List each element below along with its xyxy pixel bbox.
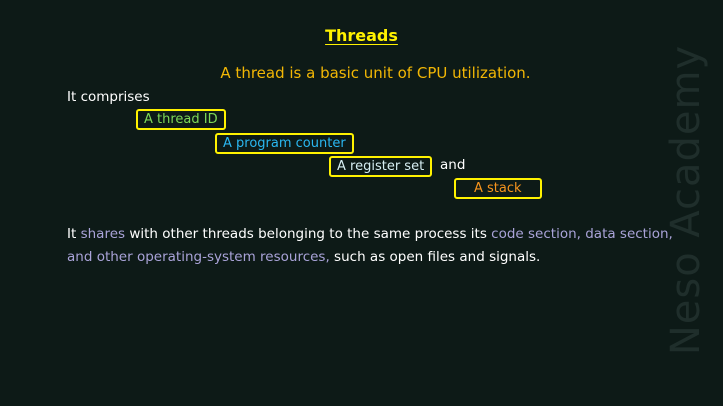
stack-box: A stack [454, 178, 542, 199]
neso-academy-watermark: Neso Academy [663, 44, 709, 356]
thread-id-box: A thread ID [136, 109, 226, 130]
os-resources-highlight: and other operating-system resources, [67, 249, 330, 265]
shares-text-4: such as open files and signals. [329, 249, 541, 265]
program-counter-box: A program counter [215, 133, 354, 154]
code-data-section-highlight: code section, data section, [491, 226, 673, 242]
shares-paragraph: It shares with other threads belonging t… [67, 223, 677, 269]
shares-highlight: shares [80, 226, 126, 242]
shares-text-2: with other threads belonging to the same… [125, 226, 492, 242]
shares-text-1: It [67, 226, 81, 242]
and-connector: and [440, 157, 466, 173]
register-set-box: A register set [329, 156, 433, 177]
comprises-label: It comprises [67, 89, 150, 105]
slide-title: Threads [325, 26, 398, 45]
thread-definition: A thread is a basic unit of CPU utilizat… [220, 64, 531, 82]
